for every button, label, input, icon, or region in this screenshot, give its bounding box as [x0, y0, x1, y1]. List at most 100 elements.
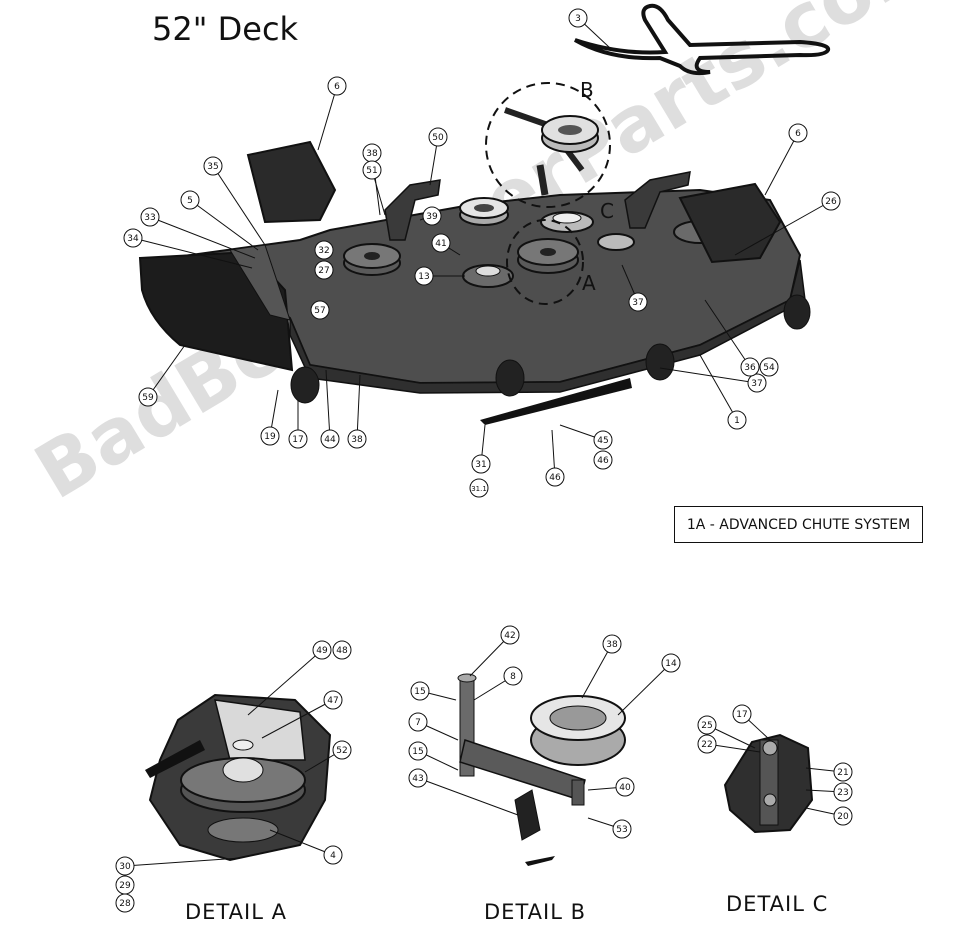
callout-circle — [260, 426, 280, 446]
callout-8: 8 — [473, 666, 523, 701]
leader-line — [189, 199, 259, 251]
callout-circle — [568, 8, 588, 28]
callout-circle — [602, 634, 622, 654]
callout-number: 32 — [318, 246, 329, 256]
callout-circle — [312, 640, 332, 660]
callout-37: 37 — [621, 264, 648, 312]
callout-46: 46 — [545, 429, 565, 487]
callout-number: 30 — [119, 862, 131, 872]
callout-number: 20 — [837, 812, 849, 822]
callout-26: 26 — [734, 191, 841, 256]
callout-circle — [410, 681, 430, 701]
callout-number: 7 — [415, 718, 421, 728]
callout-circle — [833, 806, 853, 826]
callout-40: 40 — [587, 777, 635, 797]
callout-circle — [408, 768, 428, 788]
callout-circle — [788, 123, 808, 143]
callout-29: 29 — [115, 875, 135, 895]
callout-circle — [203, 156, 223, 176]
callout-number: 41 — [435, 239, 446, 249]
callout-number: 35 — [207, 162, 218, 172]
callout-circle — [332, 640, 352, 660]
callout-number: 8 — [510, 672, 516, 682]
callout-number: 45 — [597, 436, 608, 446]
leader-line — [149, 216, 256, 259]
detail-c-drawing — [723, 733, 814, 834]
callout-number: 28 — [119, 899, 131, 909]
callout-44: 44 — [320, 369, 340, 449]
callout-20: 20 — [805, 806, 853, 826]
leader-line — [325, 369, 331, 440]
callout-number: 19 — [264, 432, 276, 442]
leader-line — [261, 699, 334, 739]
callout-circle — [180, 190, 200, 210]
callout-21: 21 — [805, 762, 853, 782]
leader-line — [317, 85, 338, 151]
callout-number: 15 — [412, 747, 423, 757]
detail-a-drawing — [145, 693, 332, 862]
callout-circle — [414, 266, 434, 286]
callout-38: 38 — [581, 634, 622, 699]
leader-line — [124, 857, 241, 867]
leader-line — [132, 237, 253, 269]
leader-line — [417, 777, 519, 816]
callout-48: 48 — [332, 640, 352, 660]
callout-number: 14 — [665, 659, 677, 669]
callout-50: 50 — [428, 127, 448, 186]
callout-number: 38 — [366, 149, 378, 159]
callout-circle — [323, 690, 343, 710]
callout-number: 38 — [351, 435, 363, 445]
page-title: 52" Deck — [152, 10, 299, 48]
belt-drawing — [574, 3, 831, 76]
callout-1: 1 — [699, 354, 747, 430]
callout-number: 34 — [127, 234, 139, 244]
callout-5: 5 — [180, 190, 259, 251]
callout-number: 13 — [418, 272, 429, 282]
callout-59: 59 — [138, 344, 186, 407]
callout-circle — [115, 893, 135, 913]
callout-number: 17 — [292, 435, 303, 445]
callout-19: 19 — [260, 389, 280, 446]
callout-circle — [323, 845, 343, 865]
callout-circle — [362, 160, 382, 180]
leader-line — [247, 649, 323, 716]
callout-circle — [833, 782, 853, 802]
callout-7: 7 — [408, 712, 459, 741]
callout-22: 22 — [697, 734, 761, 754]
callout-circle — [428, 127, 448, 147]
callout-number: 29 — [119, 881, 131, 891]
leader-line — [212, 165, 266, 246]
callout-53: 53 — [587, 817, 632, 839]
leader-line — [764, 132, 799, 196]
detail-b-drawing — [457, 673, 626, 866]
callout-number: 15 — [414, 687, 425, 697]
callout-14: 14 — [617, 653, 681, 716]
leader-line — [581, 643, 613, 699]
callout-number: 1 — [734, 416, 740, 426]
callout-25: 25 — [697, 715, 756, 749]
callout-circle — [347, 429, 367, 449]
leader-line — [269, 829, 334, 856]
callout-circle — [314, 240, 334, 260]
callout-number: 22 — [701, 740, 712, 750]
callout-number: 37 — [632, 298, 643, 308]
callout-circle — [740, 357, 760, 377]
callout-34: 34 — [123, 228, 253, 269]
callout-37: 37 — [659, 367, 767, 393]
callout-33: 33 — [140, 207, 256, 259]
view-letter-a: A — [582, 271, 596, 295]
callout-number: 46 — [597, 456, 609, 466]
callout-number: 27 — [318, 266, 329, 276]
callout-number: 51 — [366, 166, 377, 176]
callout-32: 32 — [314, 240, 334, 260]
callout-circle — [469, 478, 489, 498]
callout-15: 15 — [410, 681, 457, 701]
callout-circle — [615, 777, 635, 797]
view-letter-c: C — [600, 199, 614, 223]
leader-line — [469, 634, 511, 677]
callout-circle — [612, 819, 632, 839]
callout-6: 6 — [317, 76, 347, 151]
detail-b-label: DETAIL B — [484, 900, 586, 924]
callout-17: 17 — [288, 400, 308, 449]
